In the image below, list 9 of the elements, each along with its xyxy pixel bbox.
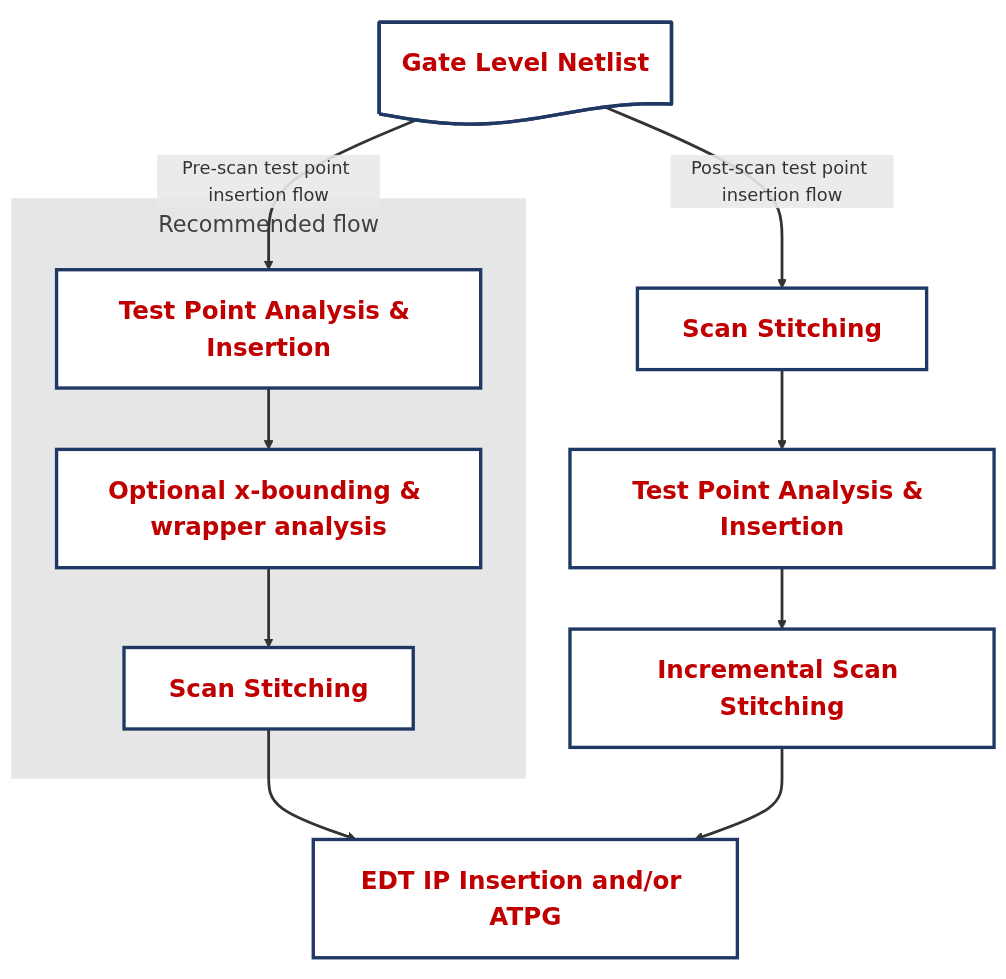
node-box: Test Point Analysis & Insertion bbox=[568, 447, 996, 569]
node-box: Incremental Scan Stitching bbox=[568, 626, 996, 749]
arrow bbox=[263, 567, 274, 648]
node-box: Scan Stitching bbox=[122, 645, 415, 731]
node-box: EDT IP Insertion and/or ATPG bbox=[311, 837, 740, 959]
node-box: Scan Stitching bbox=[635, 285, 929, 371]
node-box: Test Point Analysis & Insertion bbox=[54, 267, 483, 390]
node-box: Optional x-bounding & wrapper analysis bbox=[54, 447, 483, 569]
edge-label: Post-scan test point insertion flow bbox=[690, 156, 868, 205]
